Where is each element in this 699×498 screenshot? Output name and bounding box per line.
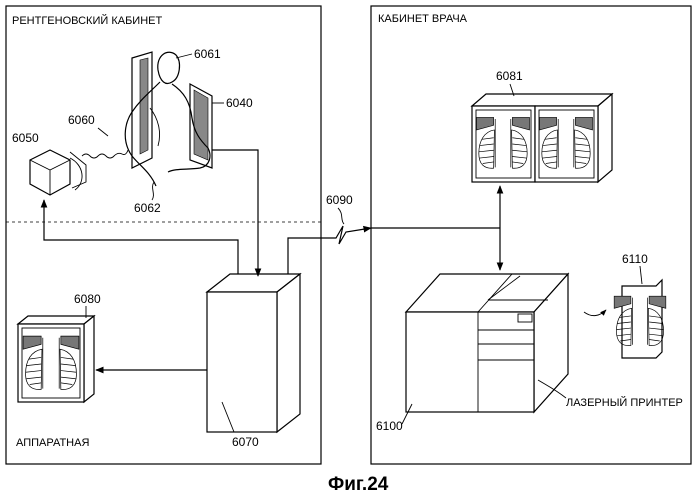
figure-caption: Фиг.24 xyxy=(328,474,389,495)
print-output-arrow xyxy=(584,310,606,316)
ref-6080: 6080 xyxy=(74,292,101,306)
equipment-room-label: АППАРАТНАЯ xyxy=(16,437,89,449)
laser-printer-label: ЛАЗЕРНЫЙ ПРИНТЕР xyxy=(566,396,683,409)
ref-6050: 6050 xyxy=(12,131,39,145)
xray-source-icon xyxy=(30,150,86,195)
ref-6062: 6062 xyxy=(134,201,161,215)
network-link xyxy=(288,226,371,274)
ref-6060: 6060 xyxy=(68,113,95,127)
controller-6070-icon xyxy=(207,274,300,432)
xray-beam xyxy=(82,150,128,158)
laser-printer-icon xyxy=(406,274,568,412)
ref-6061: 6061 xyxy=(194,47,221,61)
ref-6040: 6040 xyxy=(226,96,253,110)
printed-film-icon xyxy=(614,280,666,358)
doctor-room-label: КАБИНЕТ ВРАЧА xyxy=(378,13,468,25)
ref-6070: 6070 xyxy=(232,435,259,449)
ref-6110: 6110 xyxy=(622,252,648,266)
ref-6090: 6090 xyxy=(326,193,353,207)
monitor-6080-icon xyxy=(18,316,94,402)
xray-room-label: РЕНТГЕНОВСКИЙ КАБИНЕТ xyxy=(12,14,162,27)
monitor-6081-icon xyxy=(472,94,612,182)
ref-6081: 6081 xyxy=(496,69,523,83)
ref-6100: 6100 xyxy=(376,419,403,433)
line-detector-to-controller xyxy=(212,150,258,276)
